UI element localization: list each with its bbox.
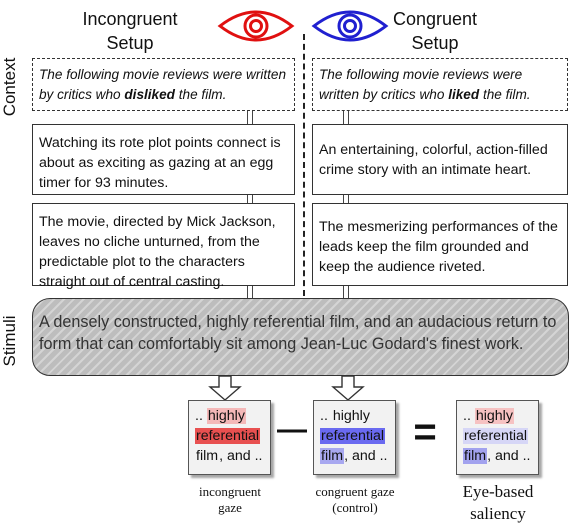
- saliency-card: .. highly referential film, and ..: [456, 400, 539, 475]
- incongruent-context-box: The following movie reviews were written…: [32, 58, 295, 111]
- context-keyword-disliked: disliked: [124, 87, 175, 102]
- connector: [343, 285, 345, 299]
- incongruent-setup-title: Incongruent Setup: [60, 7, 200, 55]
- word-film: film: [195, 448, 220, 464]
- context-text: The following movie reviews were written…: [39, 67, 287, 102]
- word-referential: referential: [463, 428, 529, 444]
- congruent-title-line1: Congruent: [392, 9, 478, 29]
- equals-operator: =: [413, 410, 437, 454]
- incongruent-review-2: The movie, directed by Mick Jackson, lea…: [32, 203, 295, 290]
- congruent-gaze-card: .. highly referential film, and ..: [313, 400, 396, 475]
- blue-eye-icon: [311, 10, 389, 42]
- context-text-end: the film.: [174, 87, 227, 102]
- minus-operator: —: [277, 413, 307, 446]
- connector: [343, 194, 345, 204]
- connector: [252, 285, 254, 299]
- incongruent-gaze-caption: incongruent gaze: [175, 484, 285, 516]
- congruent-gaze-caption: congruent gaze (control): [298, 484, 412, 516]
- card-suffix: , and ..: [219, 448, 263, 464]
- caption-line: Eye-based: [462, 482, 534, 501]
- caption-line: gaze: [218, 500, 242, 515]
- congruent-context-box: The following movie reviews were written…: [312, 58, 568, 111]
- connector: [348, 194, 350, 204]
- word-referential: referential: [320, 428, 386, 444]
- red-eye-icon: [217, 10, 295, 42]
- incongruent-gaze-card: .. highly referential film, and ..: [188, 400, 271, 475]
- context-keyword-liked: liked: [448, 87, 480, 102]
- connector: [247, 111, 249, 125]
- congruent-title-line2: Setup: [411, 33, 459, 53]
- context-text-end: the film.: [479, 87, 531, 102]
- eye-based-saliency-caption: Eye-based saliency: [440, 481, 556, 525]
- caption-line: saliency: [470, 504, 526, 523]
- stimuli-label: Stimuli: [0, 315, 19, 367]
- incongruent-title-line1: Incongruent: [82, 9, 178, 29]
- incongruent-title-line2: Setup: [106, 33, 154, 53]
- connector: [343, 111, 345, 125]
- connector: [348, 111, 350, 125]
- caption-line: incongruent: [198, 484, 262, 499]
- card-prefix: ..: [195, 408, 203, 424]
- card-prefix: ..: [320, 408, 328, 424]
- word-film: film: [320, 448, 345, 464]
- card-suffix: , and ..: [487, 448, 531, 464]
- context-text: The following movie reviews were written…: [319, 67, 523, 102]
- connector: [252, 111, 254, 125]
- word-referential: referential: [195, 428, 261, 444]
- word-highly: highly: [474, 408, 514, 424]
- connector: [252, 194, 254, 204]
- connector: [247, 285, 249, 299]
- caption-line: (control): [332, 500, 378, 515]
- word-highly: highly: [331, 408, 371, 424]
- down-arrow-icon: [208, 375, 242, 401]
- congruent-review-1: An entertaining, colorful, action-filled…: [312, 124, 568, 195]
- congruent-review-2: The mesmerizing performances of the lead…: [312, 203, 568, 286]
- context-label: Context: [0, 57, 19, 117]
- stimuli-box: A densely constructed, highly referentia…: [32, 298, 569, 376]
- card-suffix: , and ..: [344, 448, 388, 464]
- word-film: film: [463, 448, 488, 464]
- caption-line: congruent gaze: [315, 484, 395, 499]
- down-arrow-icon: [331, 375, 365, 401]
- word-highly: highly: [206, 408, 246, 424]
- connector: [348, 285, 350, 299]
- card-prefix: ..: [463, 408, 471, 424]
- incongruent-review-1: Watching its rote plot points connect is…: [32, 124, 295, 195]
- connector: [247, 194, 249, 204]
- congruent-setup-title: Congruent Setup: [365, 7, 505, 55]
- setup-divider: [303, 34, 305, 296]
